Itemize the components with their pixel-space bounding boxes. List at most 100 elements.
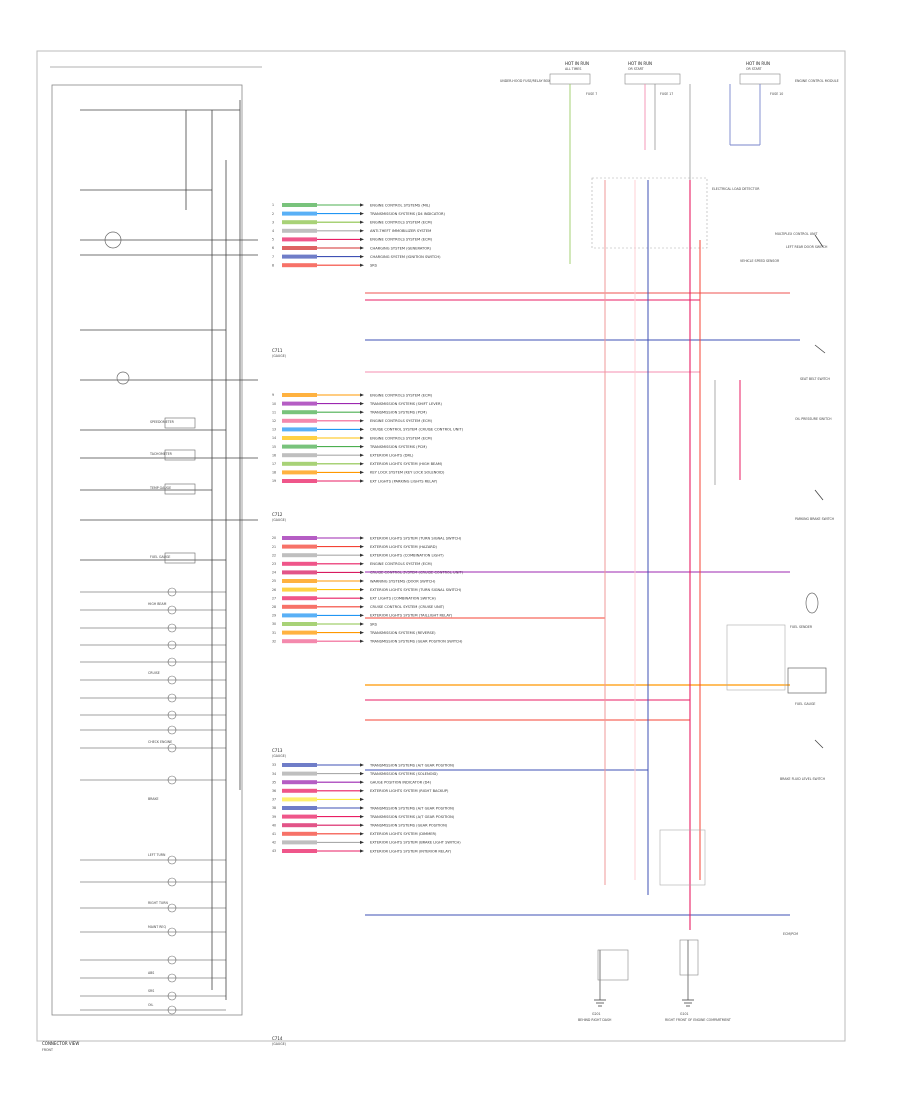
bulb-icon bbox=[167, 743, 177, 753]
wire-destination-label: EXTERIOR LIGHTS SYSTEM (BRAKE LIGHT SWIT… bbox=[370, 841, 461, 845]
ecm-label: ECM/PCM bbox=[783, 932, 798, 936]
bulb-icon bbox=[167, 877, 177, 887]
wire-row: 37 bbox=[272, 797, 364, 802]
bulb-icon bbox=[167, 693, 177, 703]
bulb-icon bbox=[167, 903, 177, 913]
wire-destination-label: EXTERIOR LIGHTS SYSTEM (INTERIOR RELAY) bbox=[370, 849, 452, 853]
wire-color-swatch bbox=[282, 536, 317, 540]
pin-number: 20 bbox=[272, 536, 276, 540]
arrow-right-icon bbox=[360, 772, 364, 776]
pin-number: 9 bbox=[272, 393, 274, 397]
wire-color-swatch bbox=[282, 246, 317, 250]
wire-destination-label: SRS bbox=[370, 264, 378, 268]
arrow-right-icon bbox=[360, 849, 364, 853]
bulb-icon bbox=[167, 927, 177, 937]
bulb-icon bbox=[167, 640, 177, 650]
wire-destination-label: CHARGING SYSTEM (GENERATOR) bbox=[370, 246, 432, 250]
arrow-right-icon bbox=[360, 229, 364, 233]
wire-color-swatch bbox=[282, 840, 317, 845]
wire-destination-label: ENGINE CONTROLS SYSTEM (ECM) bbox=[370, 562, 433, 566]
wire-color-swatch bbox=[282, 561, 317, 566]
wire-color-swatch bbox=[282, 780, 317, 785]
arrow-right-icon bbox=[360, 823, 364, 827]
wire-color-swatch bbox=[282, 771, 317, 776]
arrow-right-icon bbox=[360, 436, 364, 440]
wire-destination-label: ENGINE CONTROLS SYSTEM (ECM) bbox=[370, 238, 433, 242]
wire-color-swatch bbox=[282, 237, 317, 242]
wire-color-swatch bbox=[282, 613, 317, 618]
fuel-sender-label: FUEL SENDER bbox=[790, 625, 813, 629]
wire-color-swatch bbox=[282, 587, 317, 592]
wire-color-swatch bbox=[282, 427, 317, 432]
check-label: CHECK ENGINE bbox=[148, 740, 172, 744]
wire-destination-label: EXTERIOR LIGHTS SYSTEM (TAILLIGHT RELAY) bbox=[370, 614, 453, 618]
pin-number: 25 bbox=[272, 579, 276, 583]
wire-color-swatch bbox=[282, 596, 317, 601]
arrow-right-icon bbox=[360, 246, 364, 250]
arrow-right-icon bbox=[360, 445, 364, 449]
wire-destination-label: TRANSMISSION SYSTEMS (GEAR POSITION) bbox=[369, 824, 448, 828]
pressure-switch-label: ELECTRICAL LOAD DETECTOR bbox=[712, 187, 760, 191]
wire-color-swatch bbox=[282, 393, 317, 397]
wire-color-swatch bbox=[282, 254, 317, 259]
wire-color-swatch bbox=[282, 479, 317, 483]
wire-color-swatch bbox=[282, 831, 317, 836]
arrow-right-icon bbox=[360, 410, 364, 414]
arrow-right-icon bbox=[360, 815, 364, 819]
gauge-box bbox=[51, 84, 243, 1016]
arrow-right-icon bbox=[360, 470, 364, 474]
wire-destination-label: TRANSMISSION SYSTEMS (SHIFT LEVER) bbox=[369, 402, 442, 406]
pin-number: 31 bbox=[272, 631, 276, 635]
far-block-label: ENGINE CONTROL MODULE bbox=[795, 79, 839, 83]
wire-destination-label: TRANSMISSION SYSTEMS (PCM) bbox=[369, 445, 427, 449]
pin-number: 28 bbox=[272, 605, 276, 609]
arrow-right-icon bbox=[360, 789, 364, 793]
bulb-icon bbox=[167, 710, 177, 720]
parking-brake-label: PARKING BRAKE SWITCH bbox=[795, 517, 835, 521]
wire-destination-label: CRUISE CONTROL SYSTEM (CRUISE UNIT) bbox=[370, 605, 445, 609]
pin-number: 17 bbox=[272, 462, 276, 466]
pin-number: 36 bbox=[272, 789, 276, 793]
arrow-right-icon bbox=[360, 545, 364, 549]
pin-number: 19 bbox=[272, 479, 276, 483]
pin-number: 35 bbox=[272, 780, 276, 784]
temp-label: TEMP GAUGE bbox=[149, 486, 171, 490]
connector-c714: C714 bbox=[272, 1036, 283, 1041]
wire-color-swatch bbox=[282, 553, 317, 558]
pin-number: 13 bbox=[272, 428, 276, 432]
arrow-right-icon bbox=[360, 840, 364, 844]
hot-label-3-sub: OR START bbox=[746, 67, 762, 71]
left-turn-label: LEFT TURN bbox=[148, 853, 166, 857]
wire-destination-label: ENGINE CONTROL SYSTEMS (MIL) bbox=[370, 203, 431, 207]
left-block-label: UNDER-HOOD FUSE/RELAY BOX bbox=[500, 79, 551, 83]
pin-number: 3 bbox=[272, 220, 274, 224]
wire-color-swatch bbox=[282, 806, 317, 810]
arrow-right-icon bbox=[360, 579, 364, 583]
cruise-label: CRUISE bbox=[148, 671, 160, 675]
indicator-bulbs bbox=[80, 587, 226, 1015]
connector-view-label: CONNECTOR VIEW bbox=[42, 1041, 79, 1046]
arrow-right-icon bbox=[360, 622, 364, 626]
arrow-right-icon bbox=[360, 237, 364, 242]
pin-number: 37 bbox=[272, 798, 276, 802]
srs-label: SRS bbox=[148, 989, 154, 993]
